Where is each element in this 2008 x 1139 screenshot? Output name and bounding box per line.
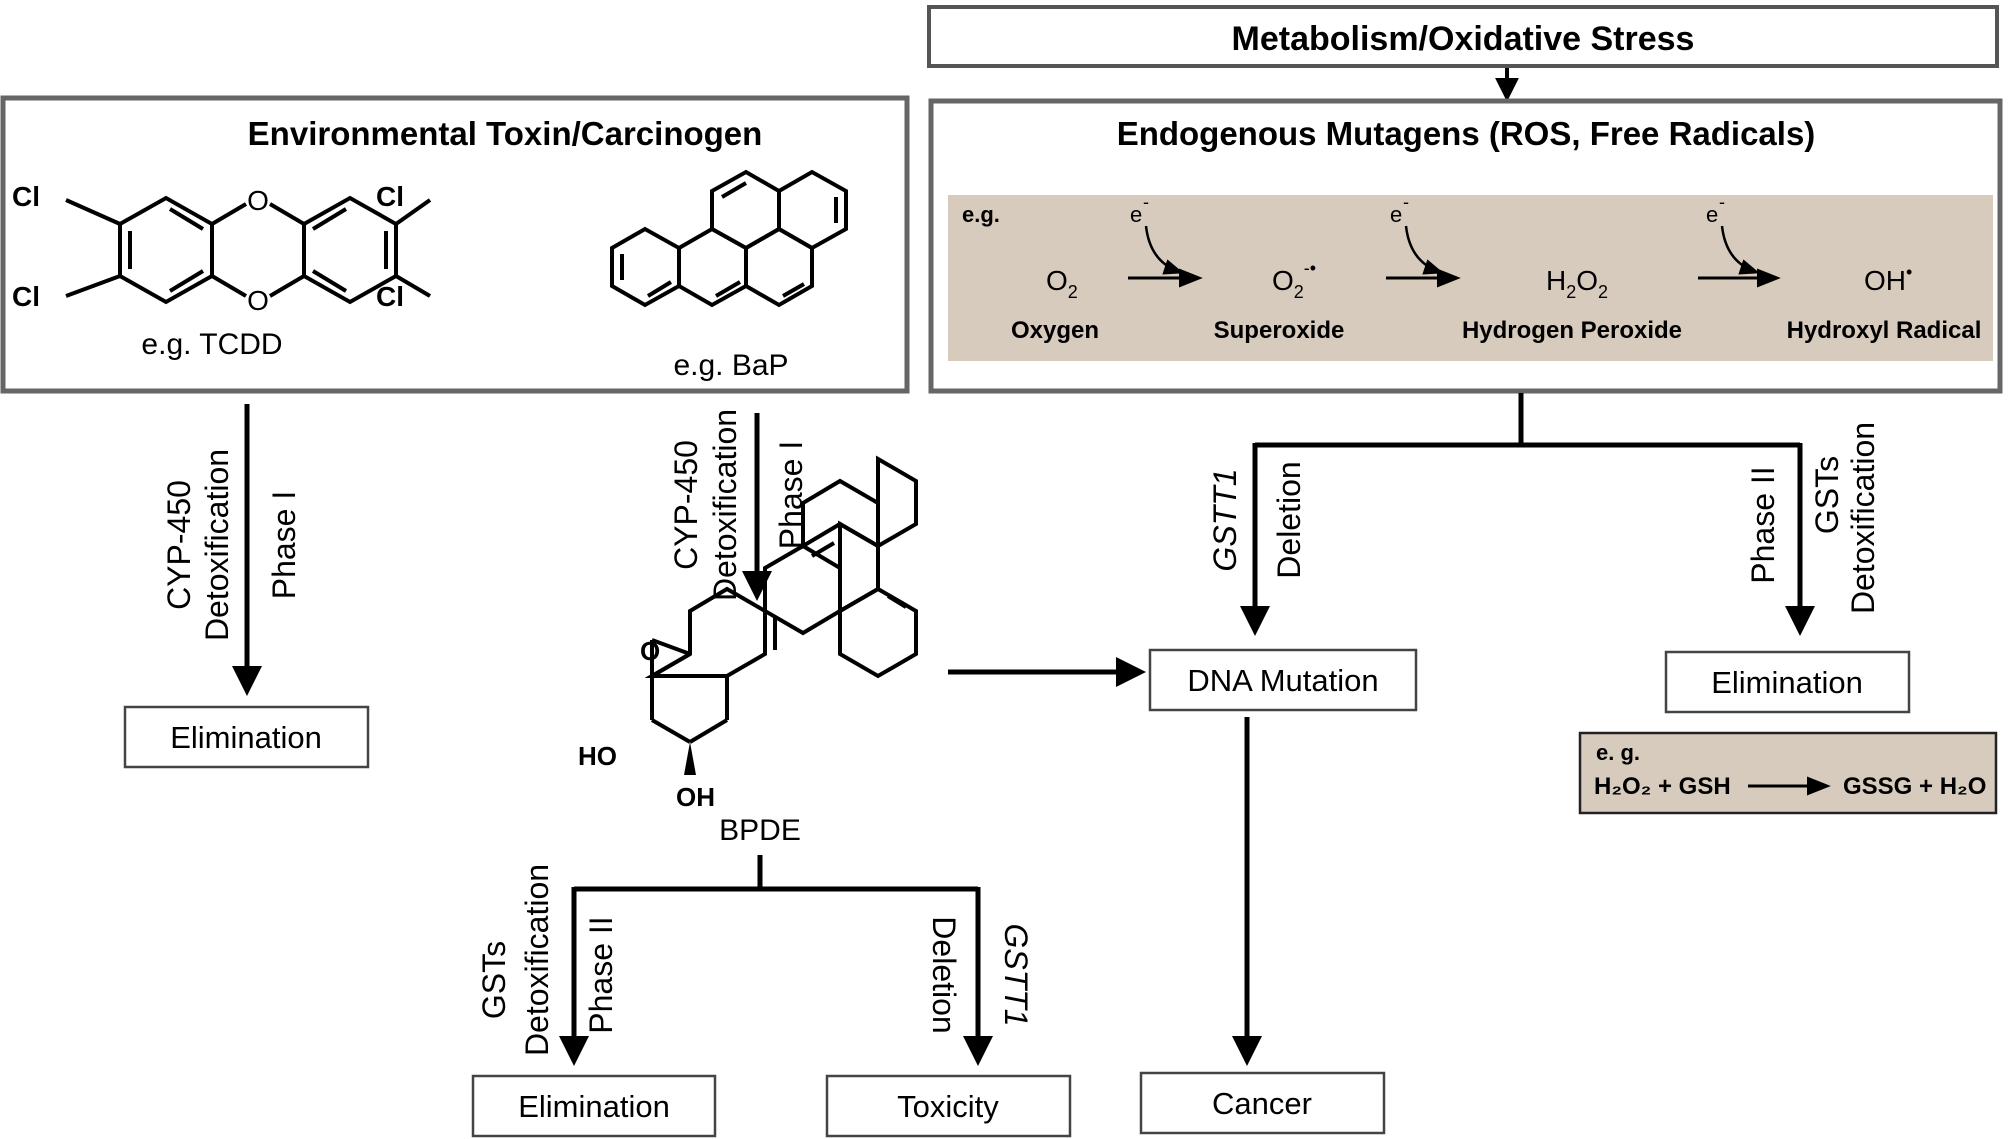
metabolism-box bbox=[927, 5, 1999, 68]
endo-left-gene: GSTT1 bbox=[1207, 468, 1243, 571]
ros-panel bbox=[948, 195, 1993, 361]
bpde-split-lines bbox=[574, 855, 978, 892]
metabolism-title: Metabolism/Oxidative Stress bbox=[1232, 20, 1695, 58]
cancer-box bbox=[1139, 1071, 1386, 1135]
bpde-wedge bbox=[684, 742, 696, 775]
toxicity-label: Toxicity bbox=[897, 1089, 999, 1124]
bap-structure bbox=[610, 169, 848, 308]
electron-label-2: e bbox=[1390, 202, 1402, 227]
endo-right-line-3: Detoxification bbox=[1845, 422, 1881, 614]
tcdd-caption: e.g. TCDD bbox=[141, 328, 282, 361]
species-peroxide-formula: H2O2 bbox=[1546, 265, 1608, 302]
tcdd-o-bottom: O bbox=[247, 285, 269, 316]
bpde-right-gene: GSTT1 bbox=[998, 923, 1034, 1026]
environmental-toxin-box bbox=[0, 95, 910, 394]
endo-right-line-1: Phase II bbox=[1745, 466, 1781, 583]
species-superoxide-formula: O2-• bbox=[1272, 258, 1316, 302]
endo-elimination-label: Elimination bbox=[1711, 665, 1863, 700]
tcdd-elimination-box bbox=[123, 705, 370, 769]
endo-left-word: Deletion bbox=[1271, 461, 1307, 578]
tcdd-branch-line-1: CYP-450 bbox=[161, 480, 197, 610]
bpde-left-line-2: Detoxification bbox=[519, 864, 555, 1056]
ros-reaction-arrows: e - e - e - bbox=[1128, 192, 1781, 288]
species-oxygen-formula: O2 bbox=[1046, 265, 1078, 302]
bpde-elimination-box bbox=[471, 1074, 717, 1138]
tcdd-cl-4: Cl bbox=[376, 281, 404, 312]
bpde-right-word: Deletion bbox=[926, 916, 962, 1033]
species-peroxide-name: Hydrogen Peroxide bbox=[1462, 317, 1682, 344]
electron-arrow-1: e - bbox=[1128, 192, 1203, 288]
gsh-reaction-lhs: H₂O₂ + GSH bbox=[1594, 773, 1731, 800]
toxicity-box bbox=[825, 1074, 1072, 1138]
gsh-reaction-eg: e. g. bbox=[1596, 740, 1640, 765]
species-hydroxyl-name: Hydroxyl Radical bbox=[1787, 317, 1982, 344]
gsh-reaction-box bbox=[1578, 731, 1998, 815]
gsh-reaction-rhs: GSSG + H₂O bbox=[1843, 773, 1986, 800]
endo-elimination-box bbox=[1664, 650, 1911, 714]
bpde-ho-label: HO bbox=[578, 741, 617, 771]
species-hydroxyl-formula: OH• bbox=[1864, 262, 1912, 296]
endo-right-line-2: GSTs bbox=[1809, 456, 1845, 534]
species-oxygen-name: Oxygen bbox=[1011, 317, 1099, 344]
tcdd-o-top: O bbox=[247, 185, 269, 216]
electron-minus-1: - bbox=[1143, 192, 1149, 212]
environmental-toxin-title: Environmental Toxin/Carcinogen bbox=[248, 115, 763, 152]
bpde-left-line-3: Phase II bbox=[583, 916, 619, 1033]
electron-arrow-2: e - bbox=[1386, 192, 1461, 288]
bpde-left-line-1: GSTs bbox=[476, 941, 512, 1019]
bpde-oh-label: OH bbox=[676, 782, 715, 812]
endogenous-mutagens-title: Endogenous Mutagens (ROS, Free Radicals) bbox=[1117, 115, 1816, 152]
bpde-elimination-label: Elimination bbox=[518, 1089, 670, 1124]
bpde-structure bbox=[644, 455, 918, 744]
tcdd-cl-3: Cl bbox=[376, 181, 404, 212]
bpde-caption: BPDE bbox=[719, 814, 801, 847]
tcdd-cl-2: Cl bbox=[12, 281, 40, 312]
endo-split-lines bbox=[1255, 393, 1800, 448]
ros-eg-label: e.g. bbox=[962, 202, 1000, 227]
electron-label-3: e bbox=[1706, 202, 1718, 227]
tcdd-structure bbox=[65, 195, 432, 305]
bap-caption: e.g. BaP bbox=[673, 349, 788, 382]
tcdd-cl-1: Cl bbox=[12, 181, 40, 212]
tcdd-branch-line-2: Detoxification bbox=[199, 449, 235, 641]
electron-label-1: e bbox=[1130, 202, 1142, 227]
electron-minus-2: - bbox=[1403, 192, 1409, 212]
bap-branch-line-2: Detoxification bbox=[707, 409, 743, 601]
tcdd-branch-line-3: Phase I bbox=[266, 491, 302, 600]
electron-minus-3: - bbox=[1719, 192, 1725, 212]
bap-branch-line-1: CYP-450 bbox=[668, 440, 704, 570]
species-superoxide-name: Superoxide bbox=[1214, 317, 1345, 344]
cancer-label: Cancer bbox=[1212, 1086, 1312, 1121]
electron-arrow-3: e - bbox=[1698, 192, 1781, 288]
tcdd-elimination-label: Elimination bbox=[170, 720, 322, 755]
bpde-o-label: O bbox=[640, 636, 660, 666]
dna-mutation-label: DNA Mutation bbox=[1187, 663, 1378, 698]
dna-mutation-box bbox=[1148, 648, 1418, 712]
